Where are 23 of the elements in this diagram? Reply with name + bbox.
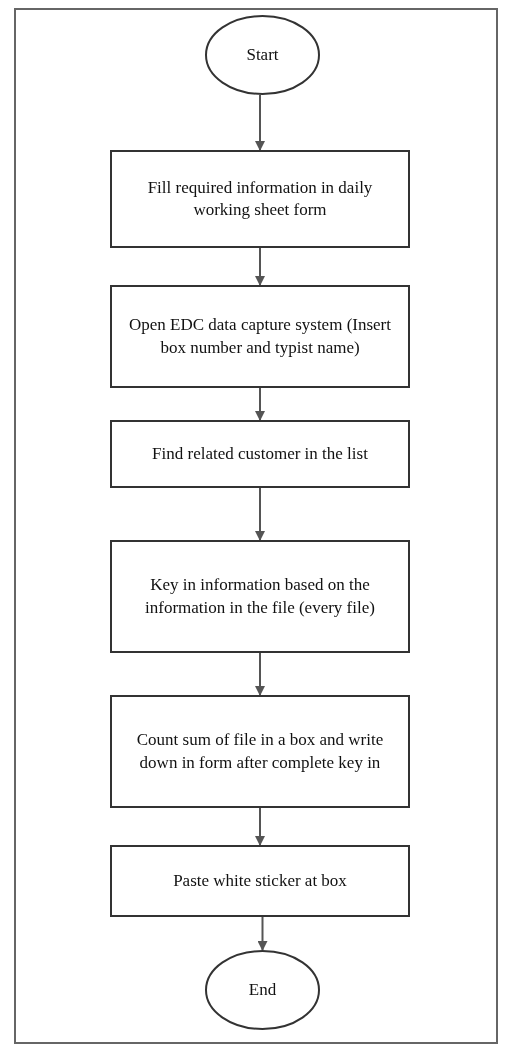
- step-text: Open EDC data capture system (Insert box number and typist name): [128, 314, 392, 359]
- process-box: [110, 695, 410, 808]
- process-box: [110, 845, 410, 917]
- terminal-label: Start: [245, 43, 280, 66]
- step-text: Count sum of file in a box and write down in form after complete key in: [135, 729, 385, 774]
- process-box: [110, 150, 410, 248]
- process-box: [110, 420, 410, 488]
- arrow: [255, 94, 265, 151]
- step-text: Key in information based on the information in the file (every file): [144, 574, 376, 619]
- step-text: Fill required information in daily working sheet form: [146, 176, 374, 221]
- arrow: [255, 807, 265, 846]
- arrow: [255, 487, 265, 541]
- arrow: [257, 916, 268, 951]
- terminal-ellipse: [205, 15, 320, 95]
- arrow: [255, 387, 265, 421]
- step-text: Find related customer in the list: [151, 442, 369, 465]
- terminal-label: End: [247, 978, 278, 1001]
- terminal-ellipse: [205, 950, 320, 1030]
- step-text: Paste white sticker at box: [172, 869, 348, 892]
- arrow: [255, 247, 265, 286]
- arrow: [255, 652, 265, 696]
- process-box: [110, 285, 410, 388]
- process-box: [110, 540, 410, 653]
